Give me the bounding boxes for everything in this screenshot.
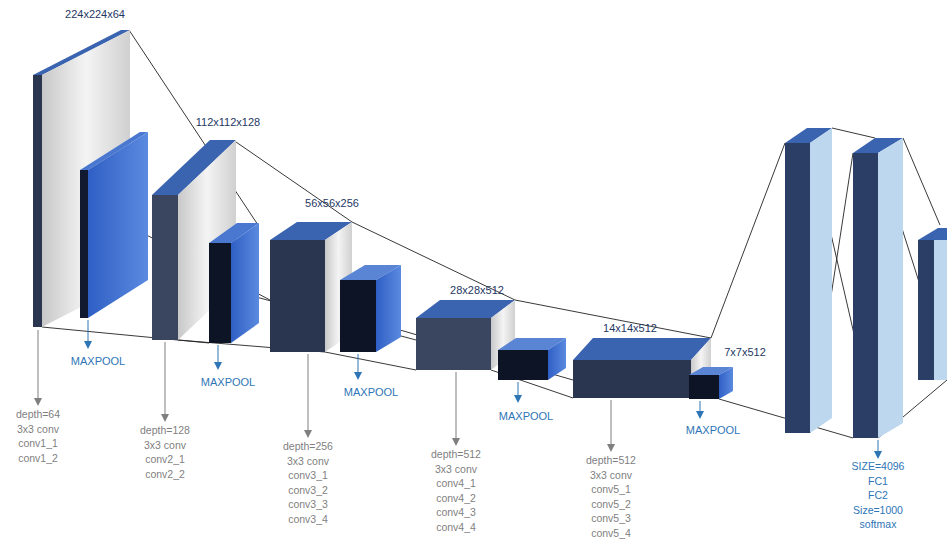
layer-caption: conv4_3 [436,506,476,519]
layer-caption: conv5_2 [591,498,631,511]
layer-caption: conv3_2 [288,484,328,497]
layer-caption: 3x3 conv [435,463,477,476]
layer-caption: depth=512 [431,448,481,461]
layer-caption: conv5_4 [591,527,631,540]
layer-caption: conv5_3 [591,512,631,525]
dimension-label: 14x14x512 [603,322,657,335]
layer-caption: 3x3 conv [590,469,632,482]
layer-caption: conv1_1 [18,437,58,450]
fc-caption: FC2 [868,489,888,502]
layer-caption: 3x3 conv [287,455,329,468]
layer-caption: conv2_1 [145,453,185,466]
layer-caption: conv1_2 [18,452,58,465]
layer-caption: conv4_1 [436,477,476,490]
fc-caption: softmax [860,518,897,531]
layer-caption: conv3_4 [288,513,328,526]
dimension-label: 7x7x512 [724,346,766,359]
maxpool-label: MAXPOOL [499,410,553,423]
layer-caption: depth=512 [586,454,636,467]
dimension-label: 112x112x128 [196,116,260,129]
dimension-label: 56x56x256 [305,197,359,210]
layer-caption: depth=128 [140,424,190,437]
fc-caption: Size=1000 [853,504,903,517]
fc-caption: SIZE=4096 [852,460,905,473]
layer-caption: conv2_2 [145,468,185,481]
maxpool-label: MAXPOOL [344,386,398,399]
layer-caption: depth=64 [16,408,60,421]
layer-caption: conv4_2 [436,492,476,505]
layer-caption: 3x3 conv [17,423,59,436]
layer-caption: conv3_1 [288,469,328,482]
layer-caption: conv4_4 [436,521,476,534]
fc-caption: FC1 [868,475,888,488]
layer-caption: depth=256 [283,440,333,453]
maxpool-label: MAXPOOL [686,424,740,437]
layer-caption: conv5_1 [591,483,631,496]
maxpool-label: MAXPOOL [71,355,125,368]
dimension-label: 28x28x512 [450,284,504,297]
maxpool-label: MAXPOOL [201,376,255,389]
layer-caption: conv3_3 [288,498,328,511]
dimension-label: 224x224x64 [65,8,125,21]
layer-caption: 3x3 conv [144,439,186,452]
